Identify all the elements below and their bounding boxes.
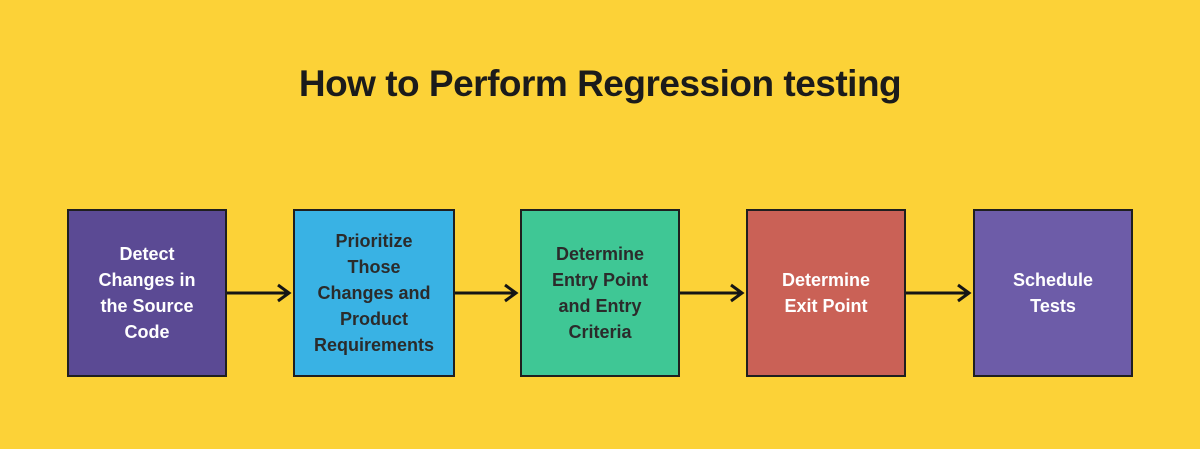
flow-step-detect-changes: Detect Changes in the Source Code [67,209,227,377]
flow-step-label: Determine Exit Point [781,270,871,316]
arrow-right-icon [680,281,746,305]
flow-step-label: Determine Entry Point and Entry Criteria [551,244,648,342]
arrow-right-icon [227,281,293,305]
flow-step-label: Prioritize Those Changes and Product Req… [313,231,435,355]
flow-step-label: Detect Changes in the Source Code [98,244,196,342]
flow-step-entry-point: Determine Entry Point and Entry Criteria [520,209,680,377]
flow-step-exit-point: Determine Exit Point [746,209,906,377]
page-title: How to Perform Regression testing [298,63,902,104]
flow-step-label: Schedule Tests [1012,270,1094,316]
arrow-right-icon [455,281,520,305]
arrow-right-icon [906,281,973,305]
flow-step-prioritize-changes: Prioritize Those Changes and Product Req… [293,209,455,377]
flow-step-schedule-tests: Schedule Tests [973,209,1133,377]
